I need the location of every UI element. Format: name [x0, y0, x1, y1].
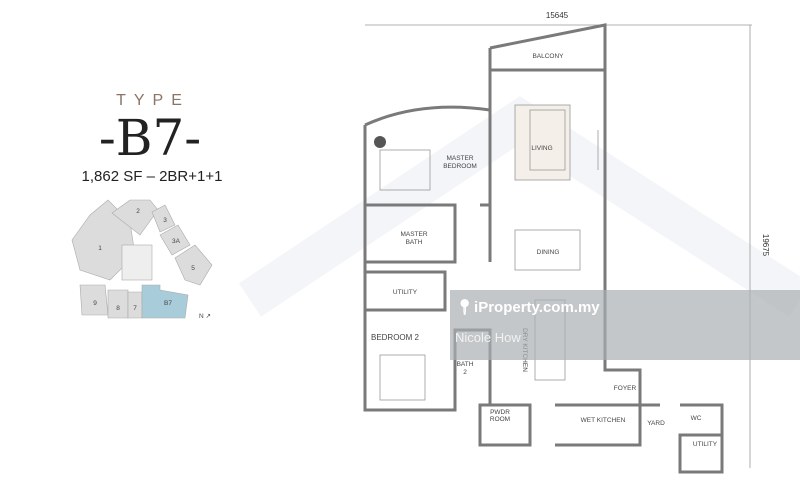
- key-unit-2: [111, 199, 159, 236]
- unit-code: -B7-: [98, 109, 202, 167]
- key-unit-1: [71, 199, 136, 281]
- room-yard: YARD: [647, 420, 665, 427]
- key-core: [121, 244, 153, 281]
- watermark-brand: 📍︎iProperty.com.my: [455, 298, 600, 316]
- key-unit-5: [174, 244, 213, 286]
- room-bedroom-2: BEDROOM 2: [371, 333, 420, 342]
- key-label-1: 1: [98, 245, 102, 252]
- location-pin-icon: 📍︎: [455, 299, 475, 316]
- key-label-9: 9: [93, 300, 97, 307]
- key-unit-8: [107, 289, 129, 319]
- room-utility-2: UTILITY: [693, 441, 718, 448]
- key-plan: [71, 199, 213, 319]
- room-dining: DINING: [537, 249, 560, 256]
- key-unit-3a: [159, 224, 191, 256]
- unit-spec: 1,862 SF – 2BR+1+1: [81, 168, 223, 185]
- room-master-bedroom-1: MASTER: [446, 155, 473, 162]
- room-bath-2-1: BATH: [457, 361, 474, 368]
- watermark-band: [450, 290, 800, 360]
- room-balcony: BALCONY: [532, 53, 564, 60]
- depth-dimension: 19675: [761, 234, 770, 257]
- walls: [363, 23, 724, 474]
- key-label-8: 8: [116, 305, 120, 312]
- key-label-3: 3: [163, 217, 167, 224]
- room-foyer: FOYER: [614, 385, 637, 392]
- room-bath-2-2: 2: [463, 369, 467, 376]
- watermark-brand-text: iProperty.com.my: [474, 299, 600, 316]
- room-master-bath-2: BATH: [406, 239, 423, 246]
- watermark-user: Nicole How: [455, 330, 521, 345]
- key-label-3a: 3A: [172, 238, 181, 245]
- room-wc: WC: [691, 415, 702, 422]
- furniture: [374, 104, 599, 401]
- master-bed: [379, 149, 431, 191]
- key-label-2: 2: [136, 208, 140, 215]
- dining-table: [514, 229, 581, 271]
- room-living: LIVING: [531, 145, 552, 152]
- bedroom2-bed: [379, 354, 426, 401]
- key-label-5: 5: [191, 265, 195, 272]
- type-label: TYPE: [116, 92, 190, 109]
- plant-icon: [374, 136, 386, 148]
- width-dimension: 15645: [546, 11, 569, 20]
- key-unit-3: [151, 204, 176, 233]
- room-pwdr-2: ROOM: [490, 416, 510, 423]
- north-arrow-icon: N ↗: [199, 313, 211, 320]
- room-utility: UTILITY: [393, 289, 418, 296]
- living-rug: [514, 104, 571, 181]
- key-unit-b7-highlight: [141, 284, 189, 319]
- room-pwdr-1: PWDR: [490, 409, 510, 416]
- living-sofa: [529, 109, 566, 171]
- room-master-bath-1: MASTER: [400, 231, 427, 238]
- room-wet-kitchen: WET KITCHEN: [581, 417, 626, 424]
- key-label-7: 7: [133, 305, 137, 312]
- room-master-bedroom-2: BEDROOM: [443, 163, 477, 170]
- key-label-b7: B7: [164, 300, 172, 307]
